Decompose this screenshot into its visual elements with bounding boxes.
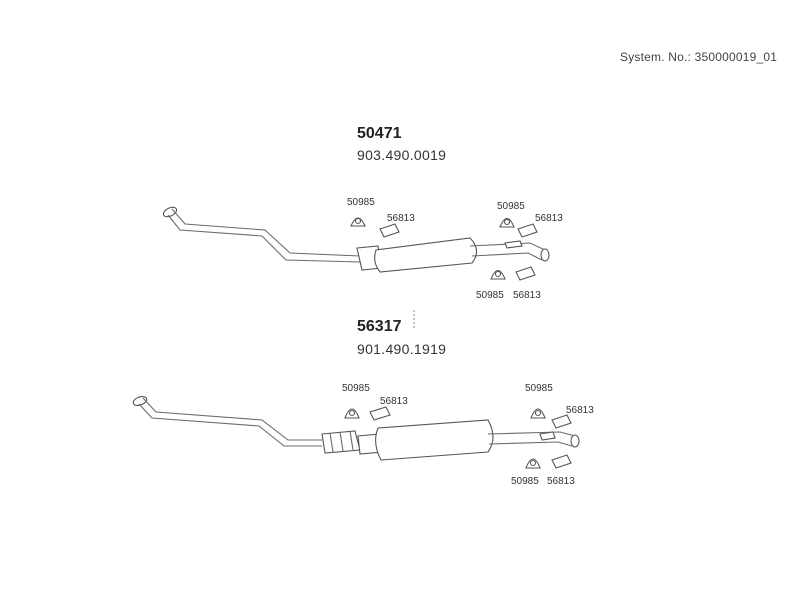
callout-label: 50985 bbox=[497, 201, 525, 212]
catalytic-converter bbox=[321, 430, 361, 454]
front-pipe-lower bbox=[167, 214, 361, 263]
assembly-1-drawing bbox=[162, 206, 550, 281]
converter-ribs bbox=[329, 430, 354, 453]
assembly-1-oe-number: 903.490.0019 bbox=[357, 147, 447, 163]
callout-label: 56813 bbox=[535, 213, 563, 224]
tail-pipe-end bbox=[540, 248, 550, 262]
rubber-mount-hole bbox=[494, 270, 502, 278]
hanger-bracket bbox=[539, 431, 556, 441]
assembly-2-drawing bbox=[132, 395, 580, 469]
clamp-icon bbox=[551, 414, 572, 429]
front-pipe bbox=[171, 208, 361, 257]
rubber-mount-hole bbox=[348, 409, 356, 417]
callout-label: 56813 bbox=[547, 476, 575, 487]
rubber-mount-hole bbox=[534, 409, 542, 417]
callout-label: 50985 bbox=[525, 383, 553, 394]
inlet-flange bbox=[162, 206, 178, 218]
callout-label: 56813 bbox=[380, 396, 408, 407]
rubber-mount-hole bbox=[354, 217, 362, 225]
callout-label: 50985 bbox=[476, 290, 504, 301]
muffler-body bbox=[375, 419, 494, 461]
clamp-icon bbox=[379, 223, 400, 238]
callout-label: 50985 bbox=[511, 476, 539, 487]
system-number: System. No.: 350000019_01 bbox=[620, 50, 778, 64]
callout-label: 50985 bbox=[342, 383, 370, 394]
tail-pipe-lower bbox=[471, 252, 543, 261]
muffler-body bbox=[374, 237, 478, 273]
clamp-icon bbox=[369, 406, 391, 421]
clamp-icon bbox=[515, 266, 536, 281]
assembly-2-part-number: 56317 bbox=[357, 318, 402, 335]
clamp-icon bbox=[517, 223, 538, 238]
tail-pipe-lower bbox=[488, 441, 573, 447]
tail-pipe bbox=[469, 242, 546, 251]
callout-label: 50985 bbox=[347, 197, 375, 208]
clamp-icon bbox=[551, 454, 572, 469]
assembly-1-part-number: 50471 bbox=[357, 125, 402, 142]
rubber-mount-hole bbox=[503, 218, 511, 226]
tail-pipe bbox=[487, 431, 576, 437]
callout-label: 56813 bbox=[513, 290, 541, 301]
tail-pipe-end bbox=[570, 434, 580, 448]
callout-label: 56813 bbox=[566, 405, 594, 416]
front-pipe-lower bbox=[138, 403, 322, 447]
front-pipe bbox=[142, 397, 322, 441]
assembly-2-oe-number: 901.490.1919 bbox=[357, 341, 447, 357]
rubber-mount-hole bbox=[529, 459, 537, 467]
callout-label: 56813 bbox=[387, 213, 415, 224]
hanger-bracket bbox=[504, 240, 523, 249]
